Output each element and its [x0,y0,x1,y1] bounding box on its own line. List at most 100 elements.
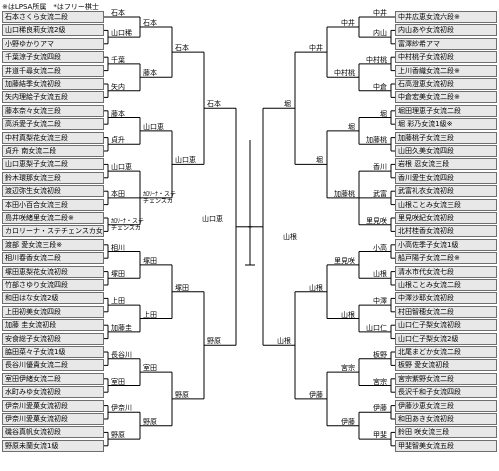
left-player-box: 相川春香女流二段 [2,252,104,265]
right-player-box: 北村桂香女流初段 [395,225,497,238]
L-r2-label: 室田 [143,364,157,373]
right-player-box: 山根ことみ女流三段 [395,198,497,211]
R-r1-label: 堀 [380,109,387,118]
left-player-box: 磯谷真帆女流初段 [2,426,104,439]
L-r1-label: 千葉 [111,55,125,64]
L-r2-label: 山口恵 [143,122,164,131]
left-player-box: カロリーナ・ステチェンスカ女流1級 [2,225,104,238]
right-player-box: 中澤沙耶女流初段 [395,292,497,305]
L-r1-label: 加藤圭 [111,323,132,332]
R-r3-label: 伊藤 [309,390,323,399]
R-r2-label: 宮宗 [341,364,355,373]
R-r1-label: 香川 [373,163,387,172]
R-r1-label: 宮宗 [373,377,387,386]
L-r5-label: 山口恵 [202,214,223,223]
right-player-box: 富澤紗希アマ [395,37,497,50]
left-player-box: 塚田恵梨花女流初段 [2,265,104,278]
R-r1-label: 中澤 [373,297,387,306]
L-r1-label: 藤本 [111,109,125,118]
left-player-box: 長谷川優貴女流二段 [2,359,104,372]
R-r4-label: 堀 [284,100,291,109]
left-player-box: 山口稀良莉女流2級 [2,24,104,37]
left-player-box: 藤本奈々女流三段 [2,104,104,117]
right-player-box: 上川香織女流二段※ [395,64,497,77]
L-r2-label: ｶﾛﾘｰﾅ・ステチェンスカ [143,190,177,205]
left-player-box: 矢内理絵子女流五段 [2,91,104,104]
left-player-box: 千葉涼子女流四段 [2,51,104,64]
R-r1-label: 板野 [373,350,387,359]
R-r1-label: 里見咲 [366,216,387,225]
right-player-box: 堀田理恵子女流二段 [395,104,497,117]
L-r4-label: 石本 [207,100,221,109]
left-player-box: 島井咲緒里女流二段※ [2,212,104,224]
L-r3-label: 塚田 [175,283,189,292]
affiliation-note: ※はLPSA所属 *はフリー棋士 [2,3,99,11]
right-player-box: 伊藤沙恵女流三段 [395,399,497,412]
left-player-box: 井道千尋女流二段 [2,64,104,77]
left-player-box: 加藤 圭女流初段 [2,319,104,332]
L-r1-label: 石本 [111,9,125,17]
right-player-box: 石高澄恵女流初段 [395,78,497,90]
L-r2-label: 藤本 [143,69,157,78]
right-player-box: 里見咲紀女流初段 [395,212,497,224]
left-player-box: 野原未蘭女流1級 [2,439,104,452]
L-r1-label: 室田 [111,377,125,386]
R-r1-label: 甲斐 [373,431,387,440]
R-r3-label: 山根 [309,283,323,292]
L-r1-label: ｶﾛﾘｰﾅ・ステチェンスカ [111,217,145,232]
right-player-box: 内山あや女流初段 [395,24,497,37]
R-r2-label: 中井 [341,19,355,28]
left-player-box: 本田小百合女流三段 [2,198,104,211]
L-r1-label: 本田 [111,189,125,198]
left-player-box: 竹部さゆり女流四段 [2,279,104,291]
R-r5-label: 山根 [283,232,297,241]
left-player-box: 山口恵梨子女流二段 [2,158,104,171]
L-r1-label: 伊奈川 [111,404,132,413]
R-r2-label: 伊藤 [341,417,355,426]
right-player-box: 加藤桃子女流三段 [395,131,497,144]
right-player-box: 長沢千和子女流四段 [395,386,497,399]
R-r1-label: 小高 [373,243,387,252]
right-player-box: 村田智穂女流二段 [395,305,497,318]
right-player-box: 小高佐季子女流1級 [395,238,497,251]
right-player-box: 北尾まどか女流二段 [395,346,497,358]
right-player-box: 山田久美女流四段 [395,145,497,157]
R-r1-label: 山口仁 [366,323,387,332]
left-player-box: 伊奈川愛菓女流初段 [2,413,104,425]
left-player-box: 鈴木環那女流三段 [2,171,104,184]
R-r1-label: 山根 [373,270,387,279]
right-player-box: 中倉宏美女流二段※ [395,91,497,104]
right-player-box: 岩根 忍女流三段 [395,158,497,171]
left-player-box: 加藤結季女流初段 [2,78,104,90]
L-r3-label: 野原 [175,390,189,399]
R-r1-label: 中井 [373,9,387,17]
left-player-box: 渡部 愛女流三段※ [2,238,104,251]
L-r1-label: 貞升 [111,136,125,145]
right-player-box: 甲斐智美女流五段 [395,439,497,452]
L-r2-label: 野原 [143,417,157,426]
L-r3-label: 石本 [175,44,189,53]
left-player-box: 水町みゆ女流初段 [2,386,104,399]
L-r2-label: 塚田 [143,256,157,265]
R-r1-label: 加藤桃 [366,136,387,145]
L-r1-label: 山口恵 [111,163,132,172]
left-player-box: 小野ゆかりアマ [2,37,104,50]
right-player-box: 山口仁子梨女流初段 [395,319,497,332]
left-player-box: 高浜愛子女流二段 [2,118,104,131]
left-player-box: 脇田菜々子女流1級 [2,346,104,358]
R-r3-label: 堀 [316,156,323,165]
R-r2-label: 里見咲 [334,256,355,265]
L-r2-label: 石本 [143,19,157,28]
left-player-box: 和田はな女流2級 [2,292,104,305]
right-player-box: 堀 彩乃女流1級※ [395,118,497,131]
right-player-box: 宮宗紫野女流二段 [395,372,497,385]
L-r1-label: 長谷川 [111,350,132,359]
L-r1-label: 相川 [111,243,125,252]
right-player-box: 鈴田 咲女流三段 [395,426,497,439]
right-player-box: 中村桃子女流初段 [395,51,497,64]
right-player-box: 山根ことみ女流二段 [395,279,497,291]
right-player-box: 和田あき女流初段 [395,413,497,425]
L-r1-label: 矢内 [111,82,125,91]
left-player-box: 安食総子女流初段 [2,332,104,345]
